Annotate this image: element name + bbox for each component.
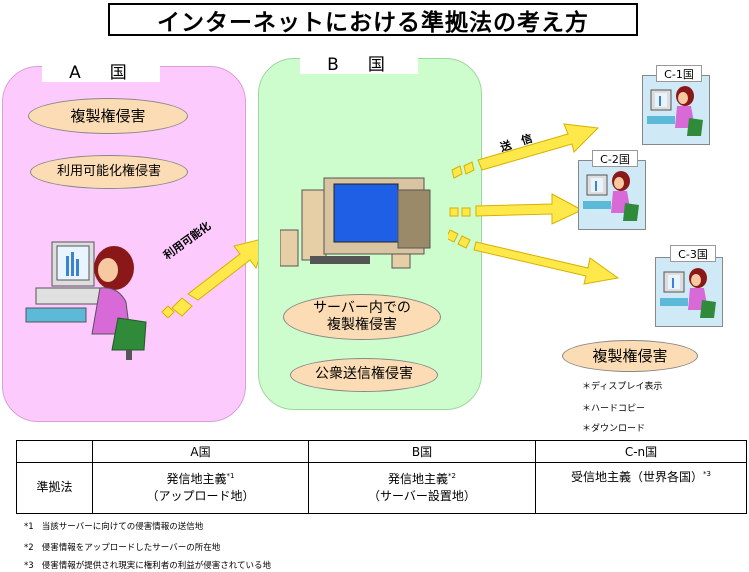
receiver-c2-tile xyxy=(578,160,646,230)
country-a-oval-reproduction: 複製権侵害 xyxy=(28,98,188,134)
cell-main-text: 発信地主義 xyxy=(388,471,449,486)
table-header-cell: C-n国 xyxy=(535,440,747,463)
footnote-mark: *2 xyxy=(24,543,34,553)
footnote-text: 侵害情報をアップロードしたサーバーの所在地 xyxy=(41,543,221,553)
footnote-text: 侵害情報が提供され現実に権利者の利益が侵害されている地 xyxy=(41,561,272,571)
country-b-label: B 国 xyxy=(300,50,418,75)
footnote-text: 当該サーバーに向けての侵害情報の送信地 xyxy=(41,522,204,532)
footnote-ref: *2 xyxy=(448,471,456,480)
cell-main-text: 発信地主義 xyxy=(166,471,227,486)
footnote-ref: *1 xyxy=(226,471,235,480)
receiver-note-hardcopy: ＊ハードコピー xyxy=(582,404,646,414)
table-cell: 受信地主義（世界各国）*3 xyxy=(535,462,747,514)
receiver-c1-user-icon xyxy=(647,86,703,136)
receiver-c2-user-icon xyxy=(583,171,639,221)
receiver-note-display: ＊ディスプレイ表示 xyxy=(582,382,663,392)
cell-main-text: 受信地主義（世界各国） xyxy=(571,470,704,484)
diagram-title: インターネットにおける準拠法の考え方 xyxy=(108,3,638,36)
receiver-c2-label: C-2国 xyxy=(592,150,638,167)
cell-sub-text: （サーバー設置地） xyxy=(368,489,476,503)
country-a-oval-making-available: 利用可能化権侵害 xyxy=(30,155,188,189)
receiver-note-download: ＊ダウンロード xyxy=(582,424,646,434)
footnote-mark: *3 xyxy=(24,561,34,571)
table-header-cell xyxy=(16,440,93,463)
table-cell: 発信地主義*2 （サーバー設置地） xyxy=(308,462,536,514)
server-illustration xyxy=(280,177,431,269)
country-b-oval-server-reproduction: サーバー内での 複製権侵害 xyxy=(283,294,441,340)
receiver-c3-label: C-3国 xyxy=(670,245,716,262)
receiver-oval-reproduction: 複製権侵害 xyxy=(562,340,698,372)
receiver-c1-label: C-1国 xyxy=(656,65,702,82)
footnote-3: *3 侵害情報が提供され現実に権利者の利益が侵害されている地 xyxy=(24,559,271,571)
footnote-mark: *1 xyxy=(24,522,34,532)
uploader-user-illustration xyxy=(25,241,147,360)
table-row: 準拠法 発信地主義*1 （アップロード地） 発信地主義*2 （サーバー設置地） … xyxy=(16,462,747,514)
table-header-row: A国 B国 C-n国 xyxy=(16,440,747,463)
table-cell: 発信地主義*1 （アップロード地） xyxy=(92,462,309,514)
table-row-label: 準拠法 xyxy=(16,462,93,514)
cell-sub-text: （アップロード地） xyxy=(146,489,255,503)
transmission-arrows xyxy=(448,123,620,285)
country-a-label: A 国 xyxy=(42,58,160,83)
receiver-c3-user-icon xyxy=(660,268,716,318)
footnote-2: *2 侵害情報をアップロードしたサーバーの所在地 xyxy=(24,541,220,553)
governing-law-table: A国 B国 C-n国 準拠法 発信地主義*1 （アップロード地） 発信地主義*2… xyxy=(16,440,747,514)
footnote-1: *1 当該サーバーに向けての侵害情報の送信地 xyxy=(24,520,203,532)
table-header-cell: B国 xyxy=(308,440,536,463)
receiver-c1-tile xyxy=(642,75,710,145)
upload-arrow xyxy=(161,237,267,318)
receiver-c3-tile xyxy=(655,257,723,327)
country-b-oval-public-transmission: 公衆送信権侵害 xyxy=(290,358,438,392)
footnote-ref: *3 xyxy=(703,470,711,478)
table-header-cell: A国 xyxy=(92,440,309,463)
